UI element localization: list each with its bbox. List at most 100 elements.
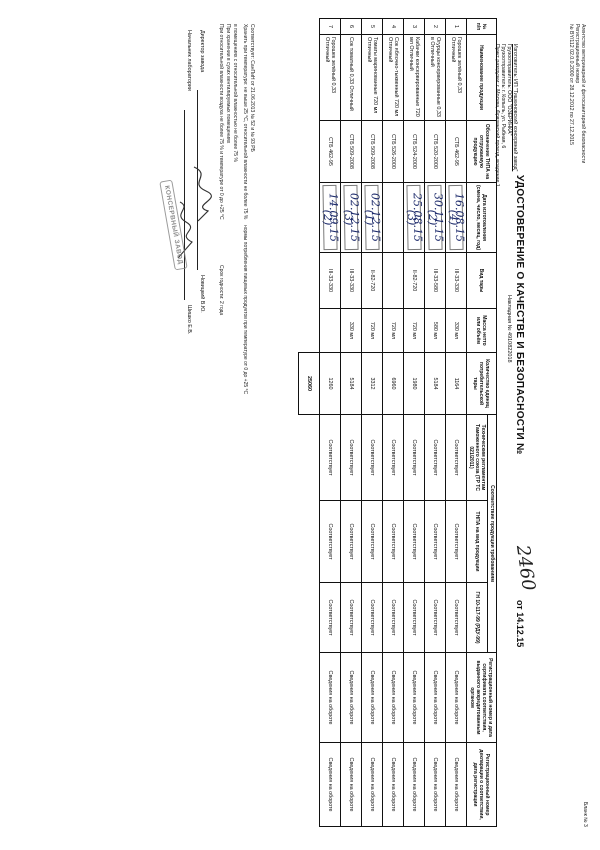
footer-line: При хранении в сухих вентилируемых помещ… <box>225 24 231 144</box>
cell-num: 2 <box>424 18 446 35</box>
col-qty: Количество единиц потребительской тары <box>466 352 497 415</box>
table-row: 6 Сок томатный 0,33 Отличный СТБ 509-200… <box>340 18 362 827</box>
cell-name: Томаты маринованные 720 мл Отличный <box>361 34 383 121</box>
cell-pack: III-33-330 <box>445 252 467 309</box>
org-block: Изготовитель: ИП "Тишкиновский консервны… <box>494 44 518 187</box>
col-compliance: Соответствие продукции требованиям <box>487 414 497 653</box>
cell-tr-ts: Соответствует <box>382 414 404 501</box>
cell-pack: II-82-720 <box>403 252 425 309</box>
handwritten-date: 02.12.15 (3) <box>342 184 362 251</box>
cell-mass: 580 мл <box>424 308 446 353</box>
cell-gn: Соответствует <box>361 582 383 653</box>
header-line: № BY/112 02.0.0.2000 от 28.12.2012 по 27… <box>568 24 574 146</box>
cell-tnpa-cat: Соответствует <box>361 500 383 583</box>
cell-qty: 1260 <box>319 352 341 415</box>
cell-tnpa: СТБ 509-2008 <box>361 120 383 183</box>
footer-line: Хранить при температуре: не выше 25 °С, … <box>242 24 248 220</box>
cell-date: 25.08.15 (3) <box>403 182 425 253</box>
footer-line: в помещениях с относительной влажностью … <box>232 24 238 162</box>
signer-name: Шишко Е.В. <box>186 305 192 335</box>
cell-reg-certif: Сведения на обороте <box>403 652 425 743</box>
cell-reg-decl: Сведения на обороте <box>319 742 341 827</box>
cell-date: 14.09.15 (2) <box>319 182 341 253</box>
cell-tnpa-cat: Соответствует <box>340 500 362 583</box>
org-line: Грузоотправитель: г. Копыль, ул. Рыбная,… <box>500 44 506 149</box>
cell-gn: Соответствует <box>319 582 341 653</box>
handwritten-date: 16.08.15 (4) <box>447 184 467 251</box>
cell-qty: 1980 <box>403 352 425 415</box>
cell-date: 16.08.15 (4) <box>445 182 467 253</box>
cell-name: Горошек зелёный 0,33 Отличный <box>319 34 341 121</box>
cell-tnpa: СТБ 526-2000 <box>382 120 404 183</box>
cell-num: 6 <box>340 18 362 35</box>
cell-tr-ts: Соответствует <box>424 414 446 501</box>
col-reg-decl: Регистрационный номер декларации о соотв… <box>466 742 497 827</box>
cell-tnpa: СТБ 524-2000 <box>403 120 425 183</box>
col-tnpa-cat: ТНПА на вид продукции <box>466 500 488 583</box>
cell-reg-decl: Сведения на обороте <box>424 742 446 827</box>
header-line: Регистрационный номер <box>574 24 580 84</box>
signer-label: Начальник лаборатории <box>186 30 192 91</box>
col-date: Дата изготовления (смена, число, месяц, … <box>466 182 497 253</box>
cell-num: 4 <box>382 18 404 35</box>
cell-reg-decl: Сведения на обороте <box>340 742 362 827</box>
cell-reg-certif: Сведения на обороте <box>361 652 383 743</box>
signature-icon <box>193 166 213 222</box>
cell-date <box>382 182 404 253</box>
signer-name: Новицкий В.Ю. <box>199 275 205 313</box>
header-line: Агентство ветеринарной и фитосанитарной … <box>580 24 586 164</box>
cell-tnpa: СТБ 520-2000 <box>424 120 446 183</box>
col-pack: Вид тары <box>466 252 497 309</box>
cell-tr-ts: Соответствует <box>361 414 383 501</box>
cell-reg-certif: Сведения на обороте <box>319 652 341 743</box>
col-reg-certif: Регистрационный номер и дата сертификата… <box>466 652 497 743</box>
signer-label: Директор завода <box>199 30 205 73</box>
footer-line: Соответствует: СанПиН от 21.06.2013 № 52… <box>249 24 255 152</box>
signature-icon <box>177 201 193 259</box>
cell-pack: II-82-720 <box>361 252 383 309</box>
cell-qty: 5184 <box>340 352 362 415</box>
cell-date: 02.12.15 (3) <box>340 182 362 253</box>
cell-date: 02.12.15 (1) <box>361 182 383 253</box>
footer-line: При относительной влажности воздуха не б… <box>218 24 224 220</box>
col-num: № п/п <box>466 18 497 35</box>
table-row: 7 Горошек зелёный 0,33 Отличный СТБ 462-… <box>319 18 341 827</box>
table-row: 1 Горошек зелёный 0,33 Отличный СТБ 462-… <box>445 18 467 827</box>
document-title: УДОСТОВЕРЕНИЕ О КАЧЕСТВЕ И БЕЗОПАСНОСТИ … <box>514 175 525 455</box>
footer-line: нормы потребления пищевых продуктов при … <box>242 225 248 395</box>
cell-reg-certif: Сведения на обороте <box>445 652 467 743</box>
cell-gn: Соответствует <box>403 582 425 653</box>
cell-tnpa: СТБ 509-2008 <box>340 120 362 183</box>
col-mass: Масса нетто или объём <box>466 308 497 353</box>
maker-line: Изготовитель: ИП "Тишкиновский консервны… <box>512 44 518 172</box>
certificate-date: от 14.12.15 <box>515 600 525 648</box>
col-gn: ГН 10-117-99 (РДУ-99) <box>466 582 488 653</box>
cell-name: Сок яблочно-тыквенный 720 мл Отличный <box>382 34 404 121</box>
cell-tr-ts: Соответствует <box>340 414 362 501</box>
certificate-number: 2460 <box>511 543 540 593</box>
cell-num: 5 <box>361 18 383 35</box>
handwritten-date: 25.08.15 (3) <box>405 184 425 251</box>
product-table: № п/п Наименование продукции Обозначение… <box>298 18 497 827</box>
cell-gn: Соответствует <box>382 582 404 653</box>
cell-pack: III-33-330 <box>319 252 341 309</box>
col-tr-ts: Техническим регламентам Таможенного союз… <box>466 414 488 501</box>
cell-reg-decl: Сведения на обороте <box>361 742 383 827</box>
total-row: 25060 <box>298 18 320 827</box>
footer-line: Срок годности: 2 года <box>218 265 224 316</box>
cell-tnpa-cat: Соответствует <box>445 500 467 583</box>
cell-gn: Соответствует <box>340 582 362 653</box>
col-name: Наименование продукции <box>466 34 497 121</box>
table-row: 5 Томаты маринованные 720 мл Отличный СТ… <box>361 18 383 827</box>
cell-qty: 6960 <box>382 352 404 415</box>
cell-tnpa: СТБ 462-95 <box>445 120 467 183</box>
cell-num: 1 <box>445 18 467 35</box>
cell-tr-ts: Соответствует <box>319 414 341 501</box>
cell-tnpa-cat: Соответствует <box>319 500 341 583</box>
cell-tnpa-cat: Соответствует <box>403 500 425 583</box>
cell-qty: 1164 <box>445 352 467 415</box>
cell-reg-decl: Сведения на обороте <box>382 742 404 827</box>
cell-pack: III-33-580 <box>424 252 446 309</box>
cell-reg-certif: Сведения на обороте <box>340 652 362 743</box>
